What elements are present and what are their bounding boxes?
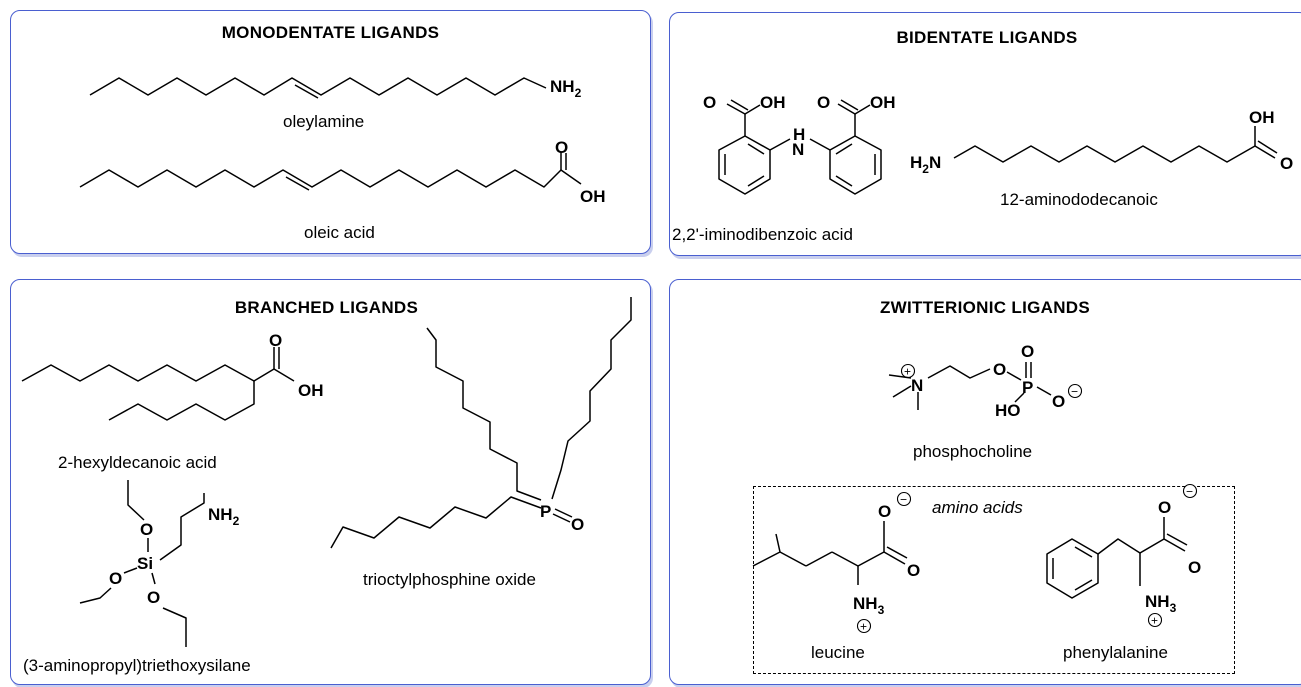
label-aminopropyl-triethoxysilane: (3-aminopropyl)triethoxysilane	[23, 656, 251, 675]
atom-nh3-phe: NH3	[1145, 592, 1177, 615]
label-trioctylphosphine-oxide: trioctylphosphine oxide	[363, 570, 536, 589]
atom-o-aptes-bottom: O	[147, 588, 160, 607]
label-phenylalanine: phenylalanine	[1063, 643, 1168, 662]
atom-oh-dodecanoic: OH	[1249, 108, 1275, 127]
atom-o-minus: O	[1052, 392, 1065, 411]
label-phosphocholine: phosphocholine	[913, 442, 1033, 461]
oleylamine-structure: NH2	[89, 77, 582, 100]
iminodibenzoic-acid-structure: H N O OH O OH	[703, 93, 896, 195]
atom-nh2-aptes: NH2	[208, 505, 240, 528]
label-aminododecanoic: 12-aminododecanoic	[1000, 190, 1158, 209]
atom-o-minus-leucine: O	[878, 502, 891, 521]
label-hexyldecanoic-acid: 2-hexyldecanoic acid	[58, 453, 217, 472]
label-iminodibenzoic-acid: 2,2'-iminodibenzoic acid	[672, 225, 853, 244]
atom-o-minus-phe: O	[1158, 498, 1171, 517]
label-oleylamine: oleylamine	[283, 112, 365, 131]
atom-p-topo: P	[540, 502, 551, 521]
atom-oh-left: OH	[760, 93, 786, 112]
svg-text:+: +	[904, 365, 911, 379]
aminododecanoic-structure: H2N OH O	[910, 108, 1293, 176]
atom-o-ester: O	[993, 360, 1006, 379]
panel-title-bidentate: BIDENTATE LIGANDS	[896, 28, 1078, 47]
panel-branched: BRANCHED LIGANDS 2-hexyldecanoic acid tr…	[10, 279, 651, 685]
panel-title-branched: BRANCHED LIGANDS	[234, 298, 419, 317]
svg-text:−: −	[900, 493, 907, 507]
atom-nh3-leucine: NH3	[853, 594, 885, 617]
trioctylphosphine-oxide-structure: P O	[330, 297, 632, 549]
panel-zwitterionic: ZWITTERIONIC LIGANDS phosphocholine amin…	[669, 279, 1301, 685]
leucine-structure: O − O NH3 +	[752, 491, 920, 634]
atom-o-aptes-left: O	[109, 569, 122, 588]
atom-o-dodecanoic: O	[1280, 154, 1293, 173]
atom-h-imino: H	[793, 125, 805, 144]
atom-oh-hexyldecanoic: OH	[298, 381, 324, 400]
atom-nh2-oleylamine: NH2	[550, 77, 582, 100]
atom-o-double: O	[1021, 342, 1034, 361]
label-oleic-acid: oleic acid	[304, 223, 375, 242]
oleic-acid-structure: O OH	[79, 138, 606, 206]
label-leucine: leucine	[811, 643, 865, 662]
amino-acids-box	[753, 486, 1235, 674]
atom-o-right: O	[817, 93, 830, 112]
atom-oh-right: OH	[870, 93, 896, 112]
atom-si-aptes: Si	[137, 554, 153, 573]
atom-ho-choline: HO	[995, 401, 1021, 420]
atom-n-choline: N	[911, 376, 923, 395]
phenylalanine-structure: O − O NH3 +	[1046, 483, 1201, 628]
atom-o-left: O	[703, 93, 716, 112]
atom-oh-oleic: OH	[580, 187, 606, 206]
atom-o-hexyldecanoic: O	[269, 331, 282, 350]
atom-o-oleic: O	[555, 138, 568, 157]
atom-o-topo: O	[571, 515, 584, 534]
panel-title-monodentate: MONODENTATE LIGANDS	[221, 23, 440, 42]
svg-text:+: +	[860, 620, 867, 634]
svg-text:+: +	[1151, 614, 1158, 628]
atom-o-aptes-top: O	[140, 520, 153, 539]
atom-o-phe: O	[1188, 558, 1201, 577]
atom-o-leucine: O	[907, 561, 920, 580]
panel-monodentate: MONODENTATE LIGANDS oleylamine oleic aci…	[10, 10, 651, 254]
atom-n-imino: N	[792, 140, 804, 159]
hexyldecanoic-acid-structure: O OH	[21, 331, 324, 421]
svg-text:−: −	[1186, 485, 1193, 499]
atom-p-choline: P	[1022, 378, 1033, 397]
phosphocholine-structure: N + O P O O − HO	[888, 342, 1083, 420]
panel-title-zwitterionic: ZWITTERIONIC LIGANDS	[880, 298, 1090, 317]
aptes-structure: Si NH2 O O O	[79, 480, 240, 647]
panel-bidentate: BIDENTATE LIGANDS 2,2'-iminodibenzoic ac…	[669, 12, 1301, 256]
svg-text:−: −	[1071, 385, 1078, 399]
atom-h2n: H2N	[910, 153, 941, 176]
label-amino-acids: amino acids	[932, 498, 1023, 517]
